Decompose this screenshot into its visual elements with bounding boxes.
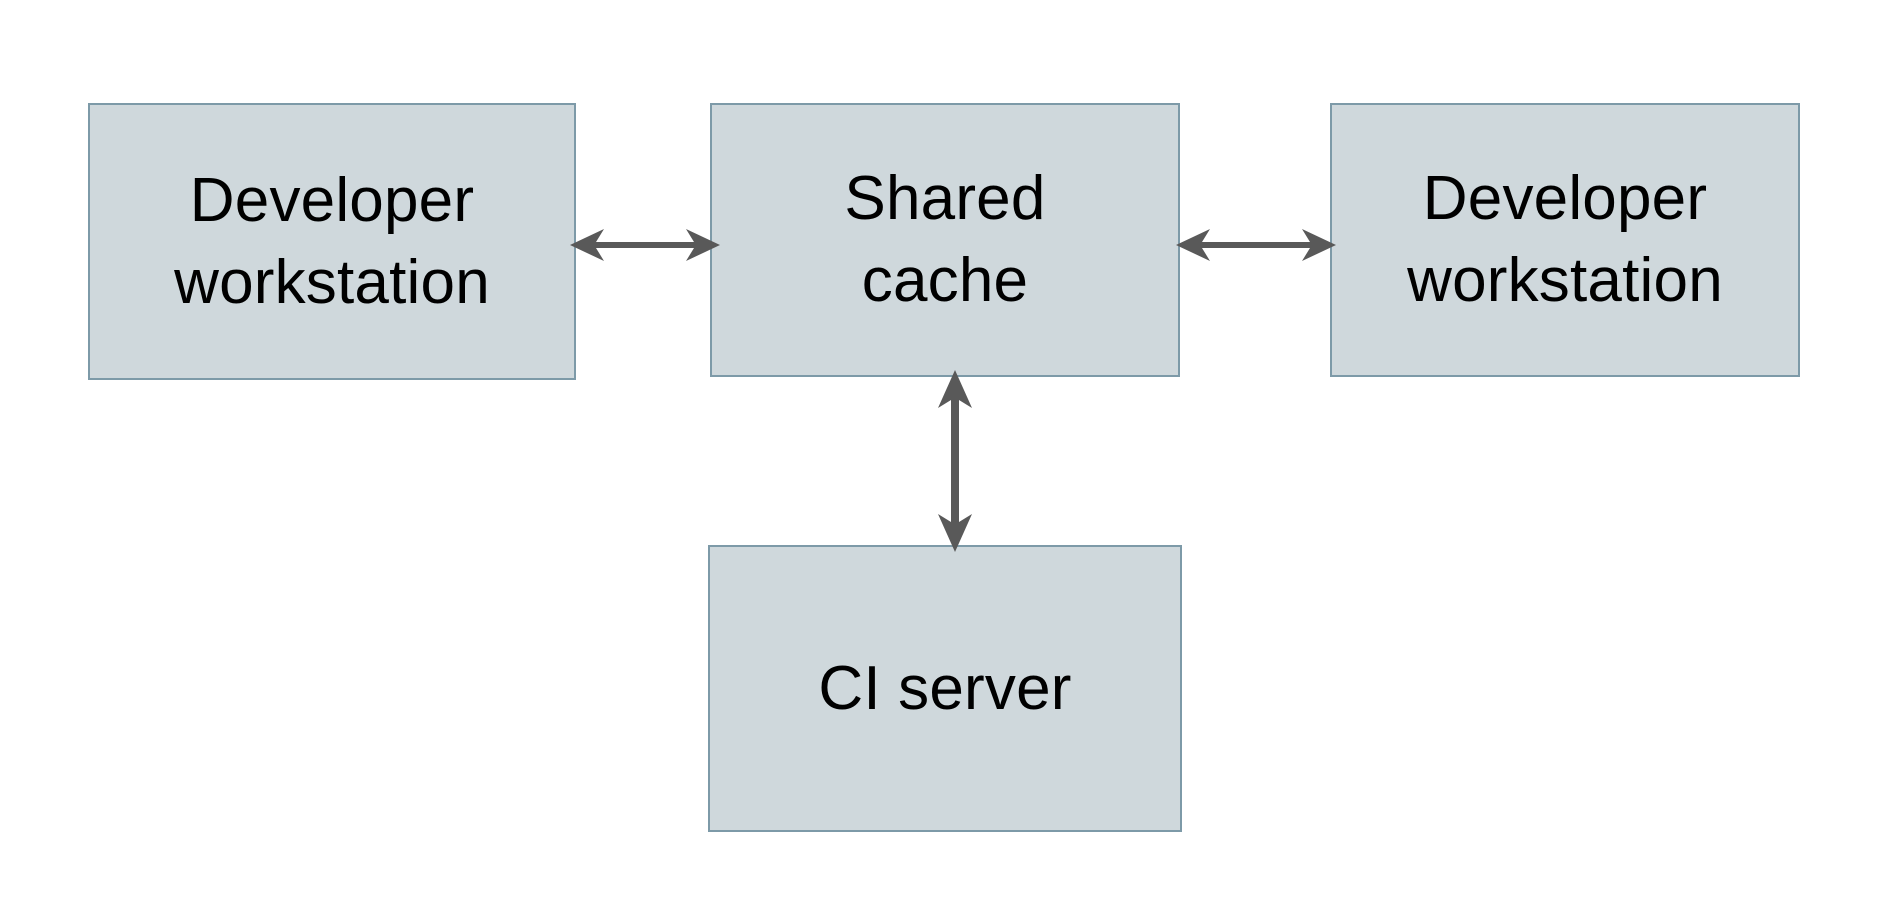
double-headed-arrow-icon — [1176, 229, 1336, 261]
node-ci-server[interactable]: CI server — [708, 545, 1182, 832]
node-label: Shared cache — [844, 164, 1046, 315]
node-label: Developer workstation — [1407, 164, 1723, 315]
node-label: CI server — [818, 653, 1072, 723]
double-headed-arrow-icon-vertical — [938, 370, 972, 552]
node-developer-workstation-left[interactable]: Developer workstation — [88, 103, 576, 380]
edge-shared-cache-to-ci-server[interactable] — [915, 370, 995, 552]
edge-developer-workstation-left-to-shared-cache[interactable] — [570, 205, 720, 285]
node-label: Developer workstation — [174, 165, 490, 317]
node-developer-workstation-right[interactable]: Developer workstation — [1330, 103, 1800, 377]
edge-shared-cache-to-developer-workstation-right[interactable] — [1176, 205, 1336, 285]
double-headed-arrow-icon — [570, 229, 720, 261]
node-shared-cache[interactable]: Shared cache — [710, 103, 1180, 377]
